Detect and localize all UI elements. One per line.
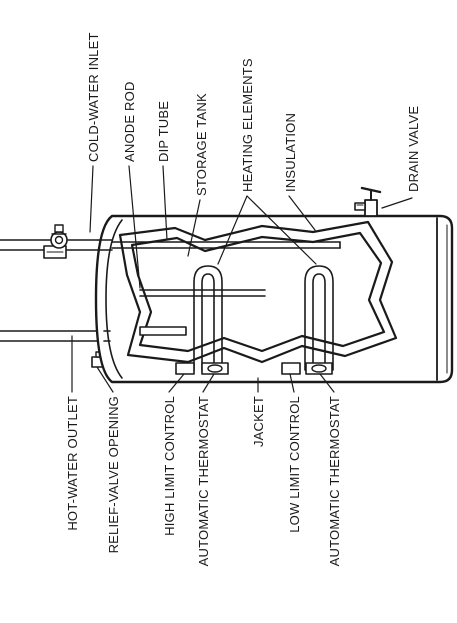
pipe-inlets xyxy=(97,239,113,342)
pipes xyxy=(0,239,105,342)
thermostat-box-2 xyxy=(305,362,333,375)
controls xyxy=(175,362,333,375)
label-low-limit-control: LOW LIMIT CONTROL xyxy=(287,396,302,533)
inlet-valve-icon xyxy=(43,224,68,259)
labels-top: COLD-WATER INLET ANODE ROD DIP TUBE STOR… xyxy=(86,32,421,196)
leader-lines-top xyxy=(89,165,413,289)
leader-lines-bottom xyxy=(71,335,335,393)
label-heating-elements: HEATING ELEMENTS xyxy=(240,58,255,192)
label-automatic-thermostat-2: AUTOMATIC THERMOSTAT xyxy=(327,396,342,566)
drain-valve-icon xyxy=(354,186,382,217)
label-hot-water-outlet: HOT-WATER OUTLET xyxy=(65,396,80,531)
label-automatic-thermostat-1: AUTOMATIC THERMOSTAT xyxy=(196,396,211,566)
low-limit-control-box xyxy=(281,362,301,375)
label-drain-valve: DRAIN VALVE xyxy=(406,106,421,192)
internal-tubes xyxy=(111,241,341,336)
label-high-limit-control: HIGH LIMIT CONTROL xyxy=(162,396,177,536)
high-limit-control-box xyxy=(175,362,195,375)
label-jacket: JACKET xyxy=(251,396,266,447)
heating-elements-icon xyxy=(193,265,334,371)
label-dip-tube: DIP TUBE xyxy=(156,101,171,162)
label-insulation: INSULATION xyxy=(283,113,298,192)
label-relief-valve-opening: RELIEF-VALVE OPENING xyxy=(106,396,121,553)
labels-bottom: HOT-WATER OUTLET RELIEF-VALVE OPENING HI… xyxy=(65,396,342,566)
label-anode-rod: ANODE ROD xyxy=(122,81,137,162)
insulation-layer xyxy=(118,220,398,364)
label-cold-water-inlet: COLD-WATER INLET xyxy=(86,32,101,162)
label-storage-tank: STORAGE TANK xyxy=(194,93,209,196)
thermostat-box-1 xyxy=(201,362,229,375)
jacket-shell xyxy=(94,214,454,384)
